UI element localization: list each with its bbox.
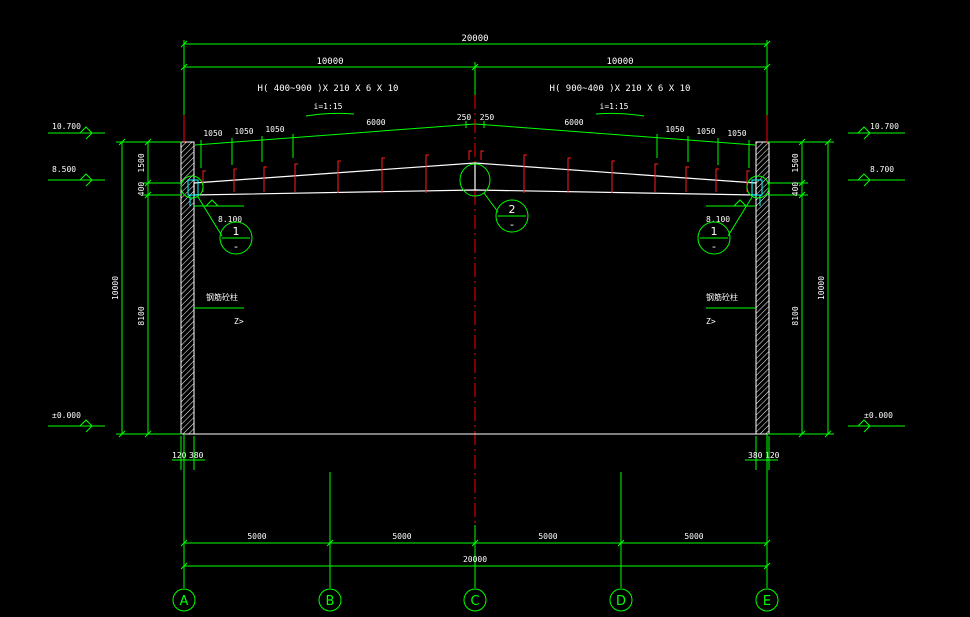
detail-callout-2	[459, 163, 529, 233]
wall-thickness-dims	[172, 436, 778, 470]
bay-dim-3: 5000	[538, 532, 557, 541]
wall-right-120: 120	[765, 451, 780, 460]
purlin-dim-right-1: 6000	[564, 118, 583, 127]
slope-right: i=1:15	[600, 102, 629, 111]
elevation-markers-right	[848, 126, 905, 433]
purlin-dim-left-4: 6000	[366, 118, 385, 127]
column-note-right-sub: Z>	[706, 317, 716, 326]
left-dim-1500: 1500	[137, 153, 146, 172]
right-vertical-dimensions	[768, 138, 834, 438]
axis-label-d: D	[616, 594, 626, 609]
detail-callout-1-right	[697, 175, 770, 255]
elev-left-10700: 10.700	[52, 122, 81, 131]
inner-elev-right: 8.100	[706, 215, 730, 224]
top-dimensions	[180, 40, 771, 135]
detail-1-left-number: 1	[233, 225, 240, 238]
half-dimension-right: 10000	[606, 57, 633, 67]
slope-arrows	[305, 112, 645, 117]
inner-elev-left: 8.100	[218, 215, 242, 224]
overall-dimension-top: 20000	[461, 34, 488, 44]
column-note-left: 钢筋砼柱	[206, 292, 238, 302]
ridge-dim-left: 250	[457, 113, 472, 122]
axis-bubble-c: C	[463, 588, 487, 612]
right-dim-400: 400	[791, 182, 800, 197]
right-total-height: 10000	[817, 276, 826, 300]
wall-left-380: 380	[189, 451, 204, 460]
right-dim-1500: 1500	[791, 153, 800, 172]
bay-dim-1: 5000	[247, 532, 266, 541]
elevation-markers-left	[48, 126, 105, 433]
purlin-dim-right-2: 1050	[665, 125, 684, 134]
beam-label-left: H( 400~900 )X 210 X 6 X 10	[258, 84, 399, 94]
right-dim-8100: 8100	[791, 306, 800, 325]
purlin-dim-left-1: 1050	[203, 129, 222, 138]
axis-label-e: E	[763, 594, 771, 609]
overall-dimension-bottom: 20000	[463, 555, 487, 564]
axis-label-a: A	[180, 594, 189, 609]
steel-beam	[193, 162, 757, 196]
half-dimension-left: 10000	[316, 57, 343, 67]
bay-dim-2: 5000	[392, 532, 411, 541]
column-note-left-sub: Z>	[234, 317, 244, 326]
beam-label-right: H( 900~400 )X 210 X 6 X 10	[550, 84, 691, 94]
detail-1-left-sub: -	[234, 240, 238, 253]
ridge-dim-right: 250	[480, 113, 495, 122]
purlin-dim-left-2: 1050	[234, 127, 253, 136]
beam-column-connections	[187, 179, 763, 206]
slope-left: i=1:15	[314, 102, 343, 111]
elev-left-0000: ±0.000	[52, 411, 81, 420]
axis-label-b: B	[326, 594, 335, 609]
detail-callout-1-left	[180, 175, 253, 255]
purlin-dim-left-3: 1050	[265, 125, 284, 134]
column-note-right: 钢筋砼柱	[706, 292, 738, 302]
axis-bubble-d: D	[609, 588, 633, 612]
axis-label-c: C	[470, 594, 479, 609]
bay-dim-4: 5000	[684, 532, 703, 541]
left-total-height: 10000	[111, 276, 120, 300]
detail-1-right-number: 1	[711, 225, 718, 238]
left-dim-8100: 8100	[137, 306, 146, 325]
elev-right-8700: 8.700	[870, 165, 894, 174]
left-dim-400: 400	[137, 182, 146, 197]
purlin-dim-right-3: 1050	[696, 127, 715, 136]
detail-2-number: 2	[509, 203, 516, 216]
detail-1-right-sub: -	[712, 240, 716, 253]
wall-left-120: 120	[172, 451, 187, 460]
detail-2-sub: -	[510, 218, 514, 231]
left-vertical-dimensions	[116, 138, 182, 438]
wall-right-380: 380	[748, 451, 763, 460]
axis-bubble-e: E	[755, 588, 779, 612]
purlins	[202, 150, 750, 180]
purlin-drops	[202, 164, 748, 193]
axis-lines	[180, 434, 771, 588]
elev-right-0000: ±0.000	[864, 411, 893, 420]
axis-bubble-a: A	[172, 588, 196, 612]
inner-elevation-marks	[194, 199, 756, 207]
purlin-dim-right-4: 1050	[727, 129, 746, 138]
axis-bubble-b: B	[318, 588, 342, 612]
elev-left-8500: 8.500	[52, 165, 76, 174]
elev-right-10700: 10.700	[870, 122, 899, 131]
